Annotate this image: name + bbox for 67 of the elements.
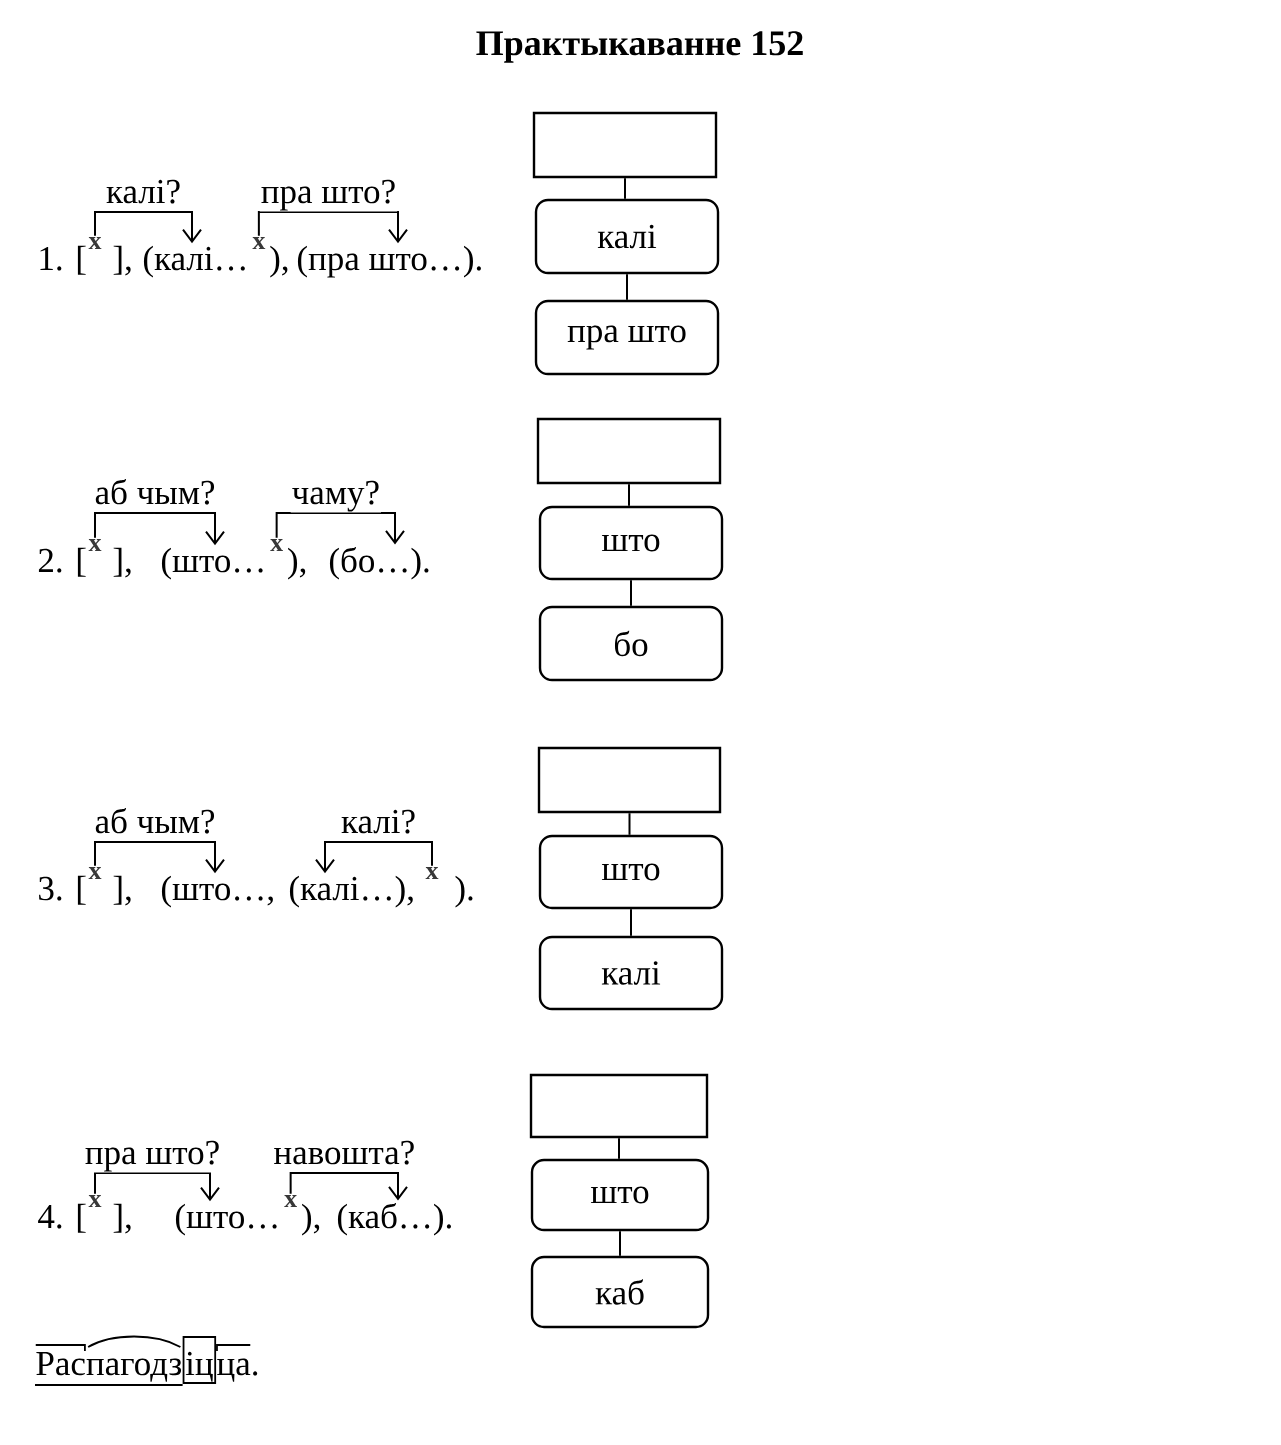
scheme-text: 3. [ — [39, 875, 86, 905]
bracket-arrow — [94, 512, 225, 546]
title: Практыкаванне 152 — [476, 31, 803, 63]
rounded-box: калі — [534, 198, 720, 275]
scheme-text: ], — [113, 875, 131, 906]
clause-text: (што… — [161, 547, 263, 580]
clause-text: (што…, — [161, 875, 273, 908]
scheme-text: 4. [ — [38, 1203, 86, 1233]
connector-line — [618, 1137, 620, 1160]
question-label: калі? — [105, 178, 182, 205]
question-label: калі? — [340, 808, 417, 835]
question-label: аб чым? — [93, 477, 217, 506]
empty-box — [536, 417, 722, 485]
empty-box — [537, 746, 722, 814]
question-label: чаму? — [290, 479, 381, 513]
rounded-box: што — [538, 505, 724, 581]
scheme-text: 1. [ — [40, 245, 86, 275]
empty-box — [532, 111, 718, 179]
question-label: пра што? — [83, 1139, 222, 1173]
word-part: Распагодз — [36, 1352, 182, 1382]
connector-line — [619, 1230, 621, 1257]
bracket-arrow — [94, 211, 202, 244]
bracket-arrow — [289, 1172, 408, 1201]
connector-line — [630, 908, 632, 937]
scheme-text: ], — [113, 1203, 131, 1234]
bracket-arrow — [275, 512, 405, 545]
rounded-box: што — [538, 834, 724, 910]
predicate-mark: x — [252, 237, 266, 249]
question-label: пра што? — [259, 178, 398, 212]
question-label: навошта? — [272, 1139, 417, 1166]
clause-text: (бо…). — [329, 546, 429, 580]
connector-line — [626, 273, 628, 301]
predicate-mark: x — [270, 539, 283, 551]
predicate-mark: x — [88, 237, 102, 249]
ending-box: іц — [182, 1336, 217, 1384]
bracket-arrow — [94, 841, 225, 874]
predicate-mark: x — [88, 1195, 102, 1207]
scheme-text: 2. [ — [38, 547, 86, 577]
bracket-arrow — [257, 211, 408, 244]
bracket-arrow — [94, 1172, 220, 1202]
scheme-text: ), — [302, 1203, 320, 1236]
rounded-box: што — [530, 1158, 710, 1232]
predicate-mark: x — [88, 539, 102, 551]
clause-text: (калі…), — [289, 875, 413, 908]
scheme-text: ), — [270, 245, 288, 278]
clause-text: (каб…). — [337, 1202, 451, 1236]
predicate-mark: x — [425, 867, 439, 879]
bracket-arrow — [315, 841, 433, 874]
rounded-box: каб — [530, 1255, 710, 1329]
predicate-mark: x — [88, 867, 102, 879]
rounded-box: бо — [538, 605, 724, 682]
connector-line — [624, 177, 626, 200]
scheme-text: ). — [455, 875, 473, 908]
rounded-box: пра што — [534, 299, 720, 376]
connector-line — [628, 483, 630, 507]
scheme-text: ), — [288, 547, 306, 580]
rounded-box: калі — [538, 935, 724, 1011]
empty-box — [529, 1073, 709, 1139]
connector-line — [628, 812, 631, 836]
question-label: аб чым? — [93, 806, 217, 835]
connector-line — [630, 579, 632, 607]
clause-text: (што… — [175, 1203, 277, 1236]
clause-text: (пра што…). — [297, 245, 481, 278]
clause-text: (калі… — [143, 245, 245, 278]
scheme-text: ], — [113, 245, 131, 276]
scheme-text: ], — [113, 547, 131, 578]
predicate-mark: x — [284, 1195, 297, 1207]
